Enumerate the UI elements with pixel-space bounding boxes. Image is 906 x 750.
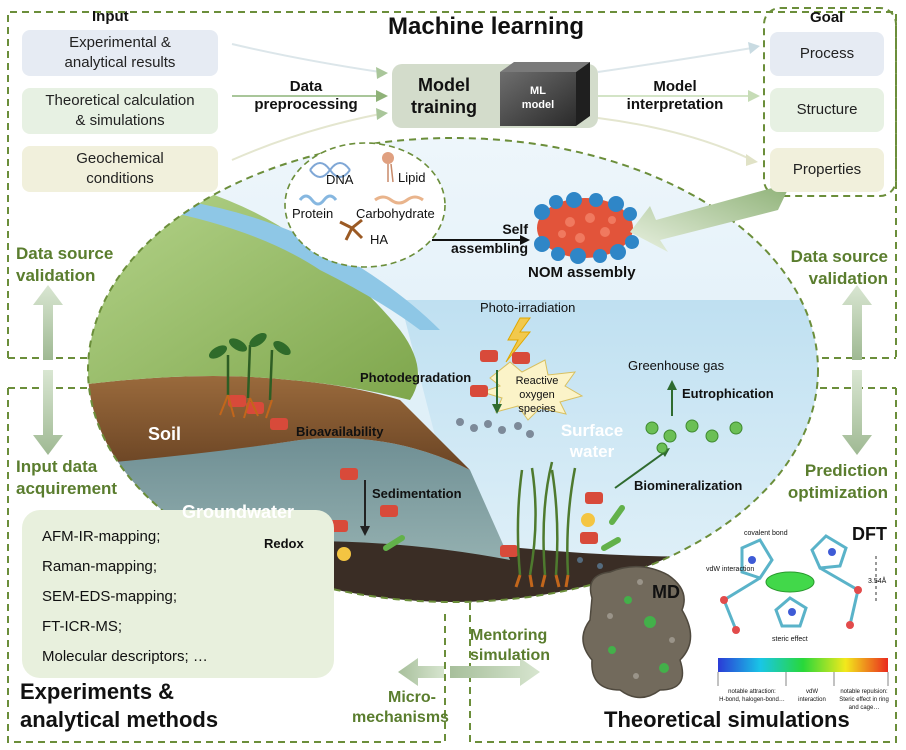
dft-vdw-interaction: vdW interaction (706, 566, 755, 573)
data-source-validation-left: Data source validation (16, 244, 114, 285)
dft-covalent-bond: covalent bond (744, 530, 788, 537)
ml-model-cube-label: ML model (521, 85, 555, 111)
input-geochemical: Geochemical conditions (22, 146, 218, 192)
mentoring-simulation: Mentoring simulation (470, 627, 551, 664)
colorbar-attraction: notable attraction: H-bond, halogen-bond… (719, 689, 785, 703)
method-afm-ir: AFM-IR-mapping; (42, 528, 161, 545)
surface-water-label: Surface water (560, 421, 624, 461)
carbohydrate-label: Carbohydrate (356, 206, 435, 221)
theoretical-simulations-title: Theoretical simulations (604, 707, 850, 732)
method-raman: Raman-mapping; (42, 558, 158, 575)
nom-assembly-label: NOM assembly (528, 264, 636, 281)
ros-label: Reactive oxygen species (515, 375, 559, 415)
goal-process: Process (770, 32, 884, 76)
input-experimental: Experimental & analytical results (22, 30, 218, 76)
method-ft-icr-ms: FT-ICR-MS; (42, 618, 122, 635)
dft-label: DFT (852, 524, 887, 544)
input-data-acquirement: Input data acquirement (16, 457, 118, 498)
experiments-title: Experiments & analytical methods (20, 679, 219, 732)
photodegradation-label: Photodegradation (360, 370, 472, 385)
model-interpretation-label: Model interpretation (626, 78, 724, 113)
biomineralization-label: Biomineralization (634, 478, 743, 493)
soil-label: Soil (148, 424, 182, 444)
data-preprocessing-label: Data preprocessing (254, 78, 358, 113)
colorbar-repulsion: notable repulsion: Steric effect in ring… (839, 689, 889, 711)
goal-header: Goal (810, 9, 844, 26)
dft-distance: 3.54Å (868, 578, 887, 585)
goal-properties: Properties (770, 148, 884, 192)
dna-label: DNA (326, 172, 354, 187)
methods-list: AFM-IR-mapping; Raman-mapping; SEM-EDS-m… (42, 522, 208, 672)
machine-learning-title: Machine learning (388, 13, 585, 40)
method-sem-eds: SEM-EDS-mapping; (42, 588, 178, 605)
model-training-label: Model training (411, 75, 477, 117)
bioavailability-label: Bioavailability (296, 424, 384, 439)
goal-structure: Structure (770, 88, 884, 132)
micro-mechanisms: Micro- mechanisms (352, 689, 449, 726)
greenhouse-gas-label: Greenhouse gas (628, 358, 725, 373)
dft-steric-effect: steric effect (772, 636, 808, 643)
colorbar-vdw: vdW interaction (798, 689, 826, 703)
sedimentation-label: Sedimentation (372, 486, 462, 501)
self-assembling-label: Self assembling (450, 221, 528, 256)
redox-label: Redox (264, 536, 304, 551)
lipid-label: Lipid (398, 170, 426, 185)
protein-label: Protein (292, 206, 334, 221)
photo-irradiation-label: Photo-irradiation (480, 300, 576, 315)
ha-label: HA (370, 232, 389, 247)
data-source-validation-right: Data source validation (790, 247, 888, 288)
prediction-optimization: Prediction optimization (787, 461, 888, 502)
input-header: Input (92, 8, 129, 25)
method-molecular-descriptors: Molecular descriptors; … (42, 648, 208, 665)
input-theoretical: Theoretical calculation & simulations (22, 88, 218, 134)
md-label: MD (652, 582, 680, 602)
groundwater-label: Groundwater (182, 502, 295, 522)
eutrophication-label: Eutrophication (682, 386, 774, 401)
